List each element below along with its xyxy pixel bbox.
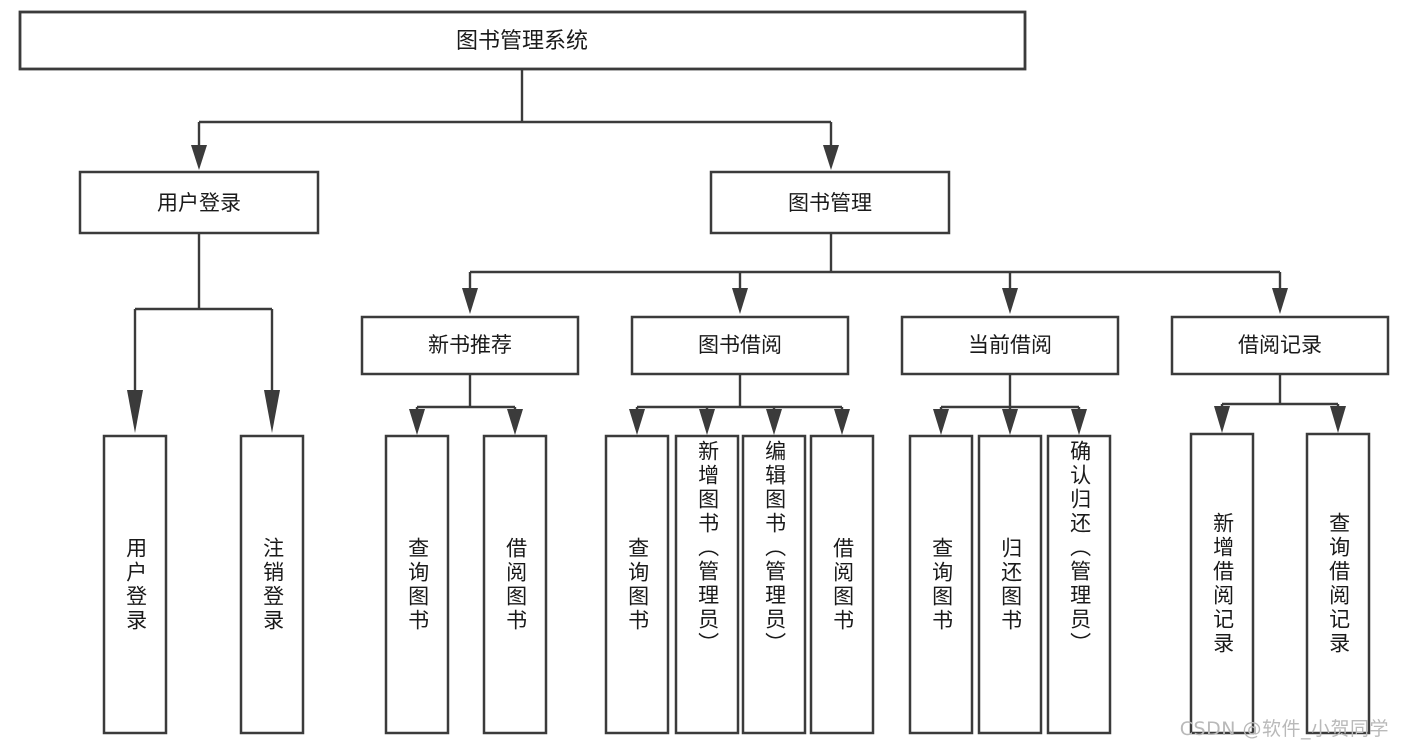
node-book-borrow-label: 图书借阅 (698, 333, 782, 357)
leaf-box-add-book (674, 434, 740, 735)
leaf-box-return-book (977, 434, 1043, 735)
node-new-book-recommend[interactable]: 新书推荐 (360, 315, 580, 376)
connector-bookborrow-to-leaves (629, 374, 850, 435)
node-borrow-record[interactable]: 借阅记录 (1170, 315, 1390, 376)
leaf-box-query-book-2 (604, 434, 670, 735)
leaf-boxes (102, 432, 1371, 735)
leaf-box-user-login (102, 434, 168, 735)
connector-root-to-level2 (191, 69, 839, 170)
node-book-management-label: 图书管理 (788, 191, 872, 215)
leaf-box-add-record (1189, 432, 1255, 735)
connector-currentborrow-to-leaves (933, 374, 1087, 435)
connector-userlogin-to-leaves (127, 233, 280, 433)
node-current-borrow[interactable]: 当前借阅 (900, 315, 1120, 376)
node-user-login-label: 用户登录 (157, 191, 241, 215)
leaf-box-query-book-3 (908, 434, 974, 735)
connector-bookmgmt-to-level3 (462, 233, 1288, 314)
leaf-box-borrow-book-2 (809, 434, 875, 735)
connector-newbook-to-leaves (409, 374, 523, 435)
leaf-box-user-logout (239, 434, 305, 735)
connector-borrowrecord-to-leaves (1214, 374, 1346, 433)
watermark: CSDN @软件_小贺同学 (1179, 718, 1389, 740)
node-user-login[interactable]: 用户登录 (78, 170, 320, 235)
node-current-borrow-label: 当前借阅 (968, 333, 1052, 357)
leaf-box-edit-book (741, 434, 807, 735)
node-book-borrow[interactable]: 图书借阅 (630, 315, 850, 376)
node-borrow-record-label: 借阅记录 (1238, 333, 1322, 357)
node-book-management[interactable]: 图书管理 (709, 170, 951, 235)
leaf-box-borrow-book-1 (482, 434, 548, 735)
node-root[interactable]: 图书管理系统 (18, 10, 1027, 71)
node-new-book-recommend-label: 新书推荐 (428, 333, 512, 357)
node-root-label: 图书管理系统 (456, 29, 588, 54)
leaf-box-confirm-return (1046, 434, 1112, 735)
leaf-box-query-book-1 (384, 434, 450, 735)
leaf-box-query-record (1305, 432, 1371, 735)
